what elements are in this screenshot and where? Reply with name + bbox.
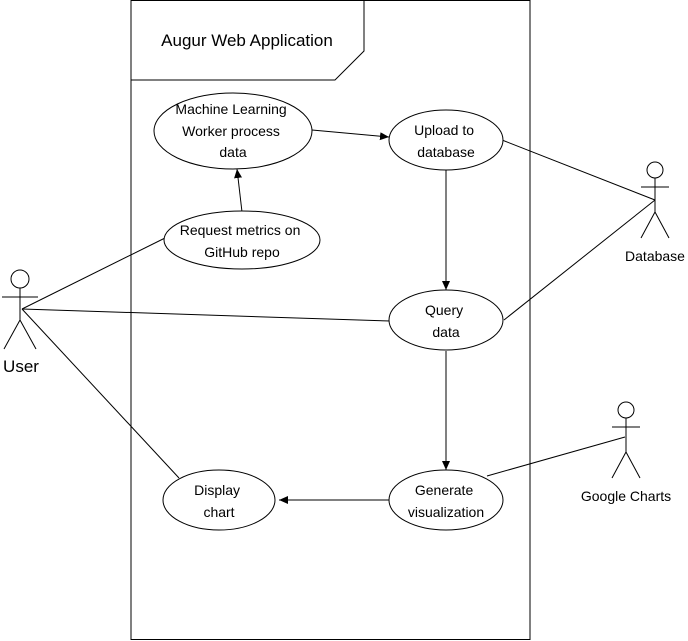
actor-user-label: User [3,357,39,376]
use-case-ml-worker-line-3: data [219,144,246,160]
svg-text:Machine Learning Worker: Machine Learning Worker process data [175,101,290,160]
actor-google-charts [611,401,641,479]
use-case-upload: Upload to database [388,109,504,171]
user-display-association [21,308,180,479]
use-case-generate-line-2: visualization [408,504,484,520]
actor-google-charts-label: Google Charts [581,488,671,504]
use-case-display-line-2: chart [203,504,234,520]
user-query-association [21,308,391,322]
use-case-request-line-2: GitHub repo [204,244,280,260]
use-case-display-line-1: Display [194,482,240,498]
use-case-upload-line-1: Upload to [414,122,474,138]
use-case-display: Display chart [162,469,276,531]
system-title: Augur Web Application [161,31,333,50]
use-case-query: Query data [388,289,504,351]
svg-text:Generate visualization: Generate visualization [408,482,484,520]
use-case-ml-worker-line-2: Worker process [182,123,280,139]
svg-text:Query data: Query data [425,302,467,340]
request-to-ml-arrow [234,168,243,213]
actor-database-label: Database [625,248,685,264]
use-case-upload-line-2: database [417,144,475,160]
use-case-ml-worker: Machine Learning Worker process data [153,92,313,170]
use-case-generate: Generate visualization [388,469,504,531]
generate-googlecharts-association [486,436,626,477]
flows [234,129,450,504]
upload-database-association [501,139,656,201]
use-case-query-line-2: data [432,324,459,340]
query-database-association [503,199,656,321]
actor-user [2,269,38,350]
system-boundary [130,0,531,640]
use-case-request-metrics: Request metrics on GitHub repo [163,210,321,270]
use-case-ml-worker-line-1: Machine Learning [175,101,286,117]
actor-database [640,161,670,239]
svg-text:Request metrics on GitHu: Request metrics on GitHub repo [180,222,305,260]
user-request-association [21,237,166,310]
system-title-tab [131,0,365,81]
use-case-generate-line-1: Generate [415,482,474,498]
use-case-query-line-1: Query [425,302,463,318]
use-case-request-line-1: Request metrics on [180,222,301,238]
ml-to-upload-arrow [311,129,390,141]
associations [21,139,656,479]
svg-text:Upload to database: Upload to database [414,122,478,160]
svg-text:Display chart: Display chart [194,482,244,520]
